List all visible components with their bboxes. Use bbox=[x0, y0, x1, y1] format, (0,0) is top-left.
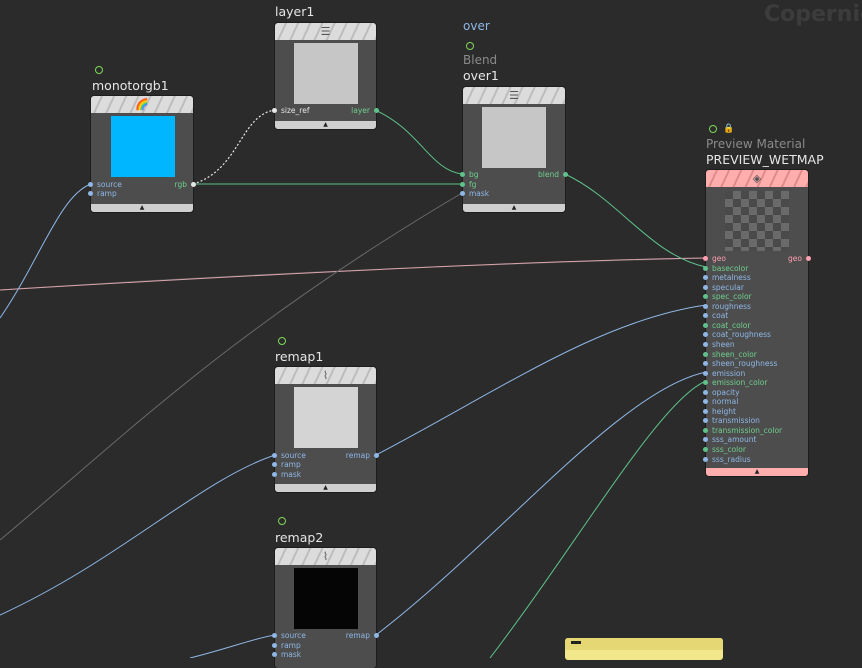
node-type-label: Preview Material bbox=[706, 137, 806, 151]
wire-diagonal-gray bbox=[0, 192, 463, 541]
output-port-layer[interactable]: layer bbox=[351, 106, 379, 115]
remap-curve-icon: ⌇ bbox=[322, 550, 329, 563]
input-port-geo[interactable]: geo bbox=[703, 254, 726, 263]
input-port-ramp[interactable]: ramp bbox=[272, 641, 301, 650]
node-expand-footer[interactable]: ▲ bbox=[275, 484, 376, 492]
wire-remap2-to-emission bbox=[375, 371, 707, 636]
output-port-remap[interactable]: remap bbox=[346, 631, 379, 640]
display-flag-icon[interactable] bbox=[278, 337, 286, 345]
display-flag-icon[interactable] bbox=[709, 125, 717, 133]
wire-background-gray bbox=[0, 257, 707, 291]
node-name-label[interactable]: PREVIEW_WETMAP bbox=[706, 152, 824, 167]
wire-rgb-to-sizeref bbox=[192, 109, 276, 185]
input-port-mask[interactable]: mask bbox=[460, 189, 489, 198]
node-preview-thumbnail bbox=[482, 107, 546, 168]
node-preview-thumbnail bbox=[111, 116, 175, 177]
display-flag-icon[interactable] bbox=[95, 66, 103, 74]
input-port-transmission[interactable]: transmission bbox=[703, 416, 760, 425]
wire-layer-to-bg bbox=[374, 109, 463, 175]
node-type-label: Blend bbox=[463, 53, 498, 67]
input-port-sss-color[interactable]: sss_color bbox=[703, 445, 746, 454]
minimize-icon[interactable] bbox=[571, 641, 581, 644]
input-port-sss-amount[interactable]: sss_amount bbox=[703, 435, 756, 444]
wire-to-remap2-source bbox=[189, 634, 276, 658]
input-port-mask[interactable]: mask bbox=[272, 650, 301, 659]
input-port-coat-roughness[interactable]: coat_roughness bbox=[703, 330, 771, 339]
node-tag-label: over bbox=[463, 19, 490, 33]
node-expand-footer[interactable]: ▲ bbox=[706, 468, 808, 476]
display-flag-icon[interactable] bbox=[278, 517, 286, 525]
wire-blend-to-basecolor bbox=[564, 173, 707, 268]
input-port-normal[interactable]: normal bbox=[703, 397, 738, 406]
lock-icon[interactable]: 🔒 bbox=[723, 124, 735, 134]
node-name-label[interactable]: over1 bbox=[463, 68, 499, 83]
input-port-source[interactable]: source bbox=[272, 451, 306, 460]
input-port-sheen[interactable]: sheen bbox=[703, 340, 735, 349]
input-port-bg[interactable]: bg bbox=[460, 170, 479, 179]
rainbow-icon: 🌈 bbox=[135, 98, 149, 111]
node-preview-thumbnail bbox=[294, 43, 358, 104]
input-port-sss-radius[interactable]: sss_radius bbox=[703, 455, 751, 464]
input-port-size-ref[interactable]: size_ref bbox=[272, 106, 309, 115]
input-port-opacity[interactable]: opacity bbox=[703, 388, 740, 397]
input-port-emission[interactable]: emission bbox=[703, 369, 745, 378]
node-expand-footer[interactable]: ▲ bbox=[275, 121, 376, 129]
output-port-blend[interactable]: blend bbox=[538, 170, 568, 179]
input-port-source[interactable]: source bbox=[272, 631, 306, 640]
network-title: Copernic bbox=[764, 2, 862, 27]
input-port-ramp[interactable]: ramp bbox=[272, 460, 301, 469]
input-port-source[interactable]: source bbox=[88, 180, 122, 189]
node-preview-thumbnail bbox=[294, 568, 358, 629]
layers-icon: ☰ bbox=[509, 89, 519, 102]
node-name-label[interactable]: monotorgb1 bbox=[92, 78, 169, 93]
input-port-sheen-color[interactable]: sheen_color bbox=[703, 350, 757, 359]
remap-curve-icon: ⌇ bbox=[322, 369, 329, 382]
input-port-emission-color[interactable]: emission_color bbox=[703, 378, 767, 387]
node-name-label[interactable]: layer1 bbox=[275, 4, 315, 19]
wire-remap1-to-roughness bbox=[375, 304, 707, 456]
output-port-rgb[interactable]: rgb bbox=[175, 180, 196, 189]
node-expand-footer[interactable]: ▲ bbox=[463, 204, 565, 212]
node-preview-thumbnail bbox=[725, 191, 789, 251]
wire-to-emission-color bbox=[489, 380, 707, 658]
input-port-roughness[interactable]: roughness bbox=[703, 302, 751, 311]
input-port-sheen-roughness[interactable]: sheen_roughness bbox=[703, 359, 777, 368]
layers-icon: ☰ bbox=[320, 25, 331, 38]
input-port-spec-color[interactable]: spec_color bbox=[703, 292, 752, 301]
input-port-mask[interactable]: mask bbox=[272, 470, 301, 479]
output-port-geo[interactable]: geo bbox=[788, 254, 811, 263]
wire-geo-pink bbox=[0, 257, 707, 291]
input-port-height[interactable]: height bbox=[703, 407, 736, 416]
display-flag-icon[interactable] bbox=[466, 42, 474, 50]
input-port-basecolor[interactable]: basecolor bbox=[703, 264, 748, 273]
input-port-ramp[interactable]: ramp bbox=[88, 189, 117, 198]
input-port-coat-color[interactable]: coat_color bbox=[703, 321, 750, 330]
node-name-label[interactable]: remap1 bbox=[275, 349, 324, 364]
node-name-label[interactable]: remap2 bbox=[275, 530, 324, 545]
output-port-remap[interactable]: remap bbox=[346, 451, 379, 460]
wire-to-monotorgb-source bbox=[0, 183, 92, 319]
input-port-coat[interactable]: coat bbox=[703, 311, 728, 320]
node-expand-footer[interactable]: ▲ bbox=[91, 204, 193, 212]
node-preview-thumbnail bbox=[294, 387, 358, 448]
input-port-metalness[interactable]: metalness bbox=[703, 273, 751, 282]
input-port-specular[interactable]: specular bbox=[703, 283, 744, 292]
input-port-transmission-color[interactable]: transmission_color bbox=[703, 426, 782, 435]
wire-to-remap1-source bbox=[0, 454, 276, 616]
sticky-note[interactable] bbox=[565, 638, 723, 660]
input-port-fg[interactable]: fg bbox=[460, 180, 476, 189]
material-icon: ◈ bbox=[752, 172, 762, 185]
